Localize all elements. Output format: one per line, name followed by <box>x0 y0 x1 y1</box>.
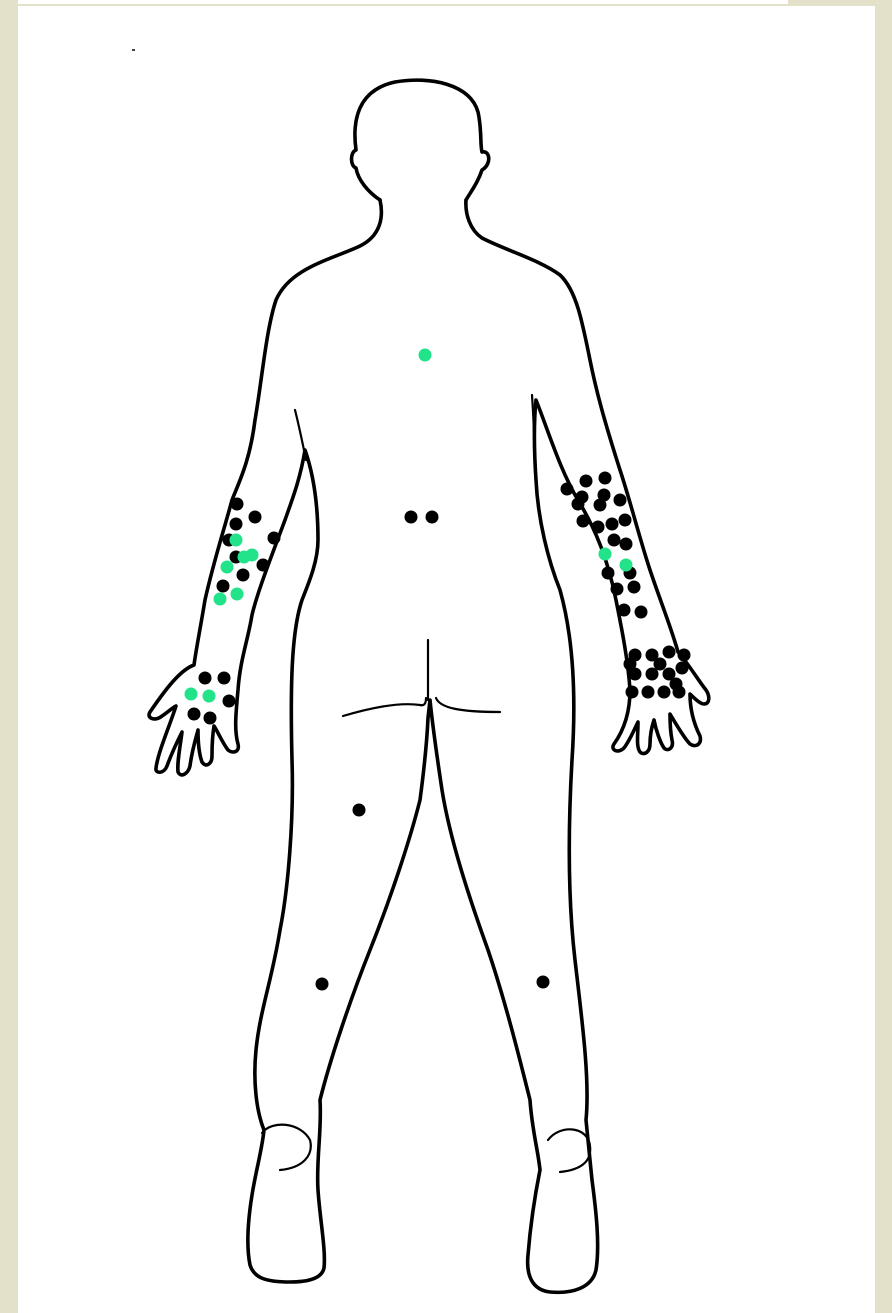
right-hand-black-marker <box>658 686 671 699</box>
marker-layer <box>185 349 691 991</box>
left-forearm-black-marker <box>257 559 270 572</box>
right-forearm-black-marker <box>619 514 632 527</box>
right-forearm-black-marker <box>580 475 593 488</box>
right-forearm-black-marker <box>628 581 641 594</box>
right-hand-black-marker <box>670 678 683 691</box>
left-forearm-black-marker <box>230 518 243 531</box>
upper-back-green-marker <box>419 349 432 362</box>
right-hand-black-marker <box>676 662 689 675</box>
right-forearm-black-marker <box>620 538 633 551</box>
right-hand-black-marker <box>663 646 676 659</box>
left-hand-black-marker <box>218 672 231 685</box>
left-hand-green-marker <box>185 688 198 701</box>
right-forearm-green-marker <box>599 548 612 561</box>
gluteal-fold-right <box>436 698 500 712</box>
right-armpit-line <box>532 395 534 440</box>
left-forearm-green-marker <box>221 561 234 574</box>
right-forearm-black-marker <box>608 534 621 547</box>
left-forearm-green-marker <box>238 551 251 564</box>
right-hand-black-marker <box>626 686 639 699</box>
right-hand-black-marker <box>654 658 667 671</box>
head-outline <box>352 80 489 200</box>
right-heel-line <box>548 1129 590 1172</box>
left-hand-green-marker <box>203 690 216 703</box>
left-hand-black-marker <box>223 695 236 708</box>
right-forearm-black-marker <box>577 515 590 528</box>
left-forearm-black-marker <box>268 532 281 545</box>
right-hand-black-marker <box>624 658 637 671</box>
left-forearm-black-marker <box>231 498 244 511</box>
right-forearm-black-marker <box>611 583 624 596</box>
right-forearm-green-marker <box>620 559 633 572</box>
right-forearm-black-marker <box>576 491 589 504</box>
left-forearm-black-marker <box>237 569 250 582</box>
left-forearm-green-marker <box>231 588 244 601</box>
left-hand-black-marker <box>204 712 217 725</box>
right-forearm-black-marker <box>618 604 631 617</box>
left-forearm-black-marker <box>249 511 262 524</box>
left-armpit-line <box>295 410 306 460</box>
left-heel-line <box>262 1125 311 1170</box>
stray-mark <box>132 49 135 51</box>
right-forearm-black-marker <box>602 567 615 580</box>
right-forearm-black-marker <box>635 606 648 619</box>
left-calf-black-marker <box>316 978 329 991</box>
left-hand-black-marker <box>188 708 201 721</box>
right-hand-black-marker <box>678 649 691 662</box>
left-hand-black-marker <box>199 672 212 685</box>
right-forearm-black-marker <box>592 521 605 534</box>
lower-back-black-marker <box>426 511 439 524</box>
right-forearm-black-marker <box>599 472 612 485</box>
right-forearm-black-marker <box>606 518 619 531</box>
body-outline <box>149 200 709 1292</box>
gluteal-fold <box>343 698 426 716</box>
right-hand-black-marker <box>642 686 655 699</box>
left-forearm-green-marker <box>230 534 243 547</box>
left-forearm-green-marker <box>214 593 227 606</box>
right-calf-black-marker <box>537 976 550 989</box>
right-forearm-black-marker <box>598 489 611 502</box>
lower-back-black-marker <box>405 511 418 524</box>
right-forearm-black-marker <box>614 494 627 507</box>
right-forearm-black-marker <box>561 483 574 496</box>
left-forearm-black-marker <box>217 580 230 593</box>
left-thigh-black-marker <box>353 804 366 817</box>
